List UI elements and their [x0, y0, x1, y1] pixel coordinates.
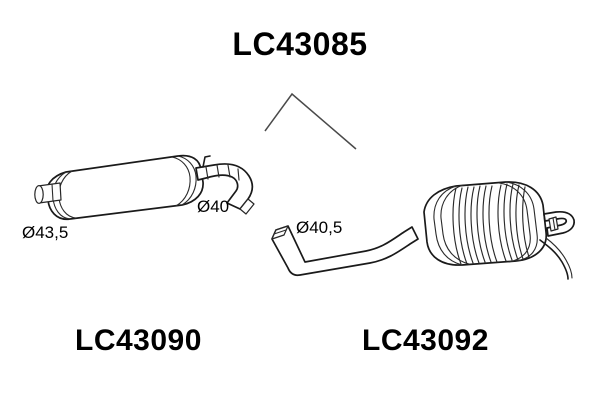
- end-cap-seam-right-outer: [177, 155, 197, 206]
- outlet-pipe-opening-left: [239, 198, 255, 215]
- wrap-rib-a1: [452, 187, 462, 265]
- muffler-body-left: [46, 154, 204, 221]
- wrap-rib-a3: [464, 186, 474, 264]
- wrap-rib-b5: [522, 186, 530, 258]
- wrap-rib-b1: [497, 184, 507, 262]
- wrap-rib-a4: [470, 186, 480, 264]
- inlet-stub-opening: [34, 185, 44, 204]
- muffler-body-rear: [423, 181, 547, 266]
- part-label-lc43090: LC43090: [75, 324, 202, 357]
- tail-pipe-clamp-line: [552, 217, 556, 231]
- wrap-rib-b4: [515, 184, 524, 260]
- hanger-bracket-rear-inner: [545, 237, 573, 279]
- rear-end-cap-seam-right-inner: [498, 182, 531, 263]
- hanger-tab-left: [202, 155, 211, 168]
- pipe-band-4: [237, 168, 240, 181]
- page-title: LC43085: [232, 26, 367, 62]
- wrap-rib-b2: [503, 183, 513, 261]
- wrap-rib-a6: [482, 185, 492, 263]
- dimension-left-inlet: Ø43,5: [22, 223, 68, 242]
- dimension-rear-inlet: Ø40,5: [296, 218, 342, 237]
- part-left-muffler: Ø43,5 Ø40 LC43090: [22, 154, 255, 357]
- wrap-rib-a7: [488, 185, 498, 263]
- inlet-pipe-rear: [271, 225, 419, 277]
- chevron-connector: [264, 92, 357, 150]
- tail-pipe-rear: [543, 210, 575, 237]
- inlet-pipe-opening-edge: [273, 229, 287, 235]
- pipe-band-2: [216, 164, 220, 178]
- wrap-rib-a5: [476, 185, 486, 263]
- part-rear-muffler: Ø40,5 LC43092: [271, 181, 575, 357]
- rear-end-cap-seam-left-inner: [440, 184, 470, 265]
- hanger-bracket-rear: [539, 239, 569, 280]
- inlet-stub-ring: [51, 183, 54, 202]
- part-label-lc43092: LC43092: [362, 324, 489, 357]
- end-cap-seam-right-inner: [171, 156, 191, 207]
- dimension-left-outlet: Ø40: [197, 197, 229, 216]
- wrap-rib-a2: [458, 187, 468, 265]
- pipe-band-1: [205, 166, 209, 180]
- rear-end-cap-seam-left-outer: [433, 185, 463, 266]
- pipe-band-3: [227, 164, 231, 178]
- wrap-rib-b3: [509, 183, 519, 261]
